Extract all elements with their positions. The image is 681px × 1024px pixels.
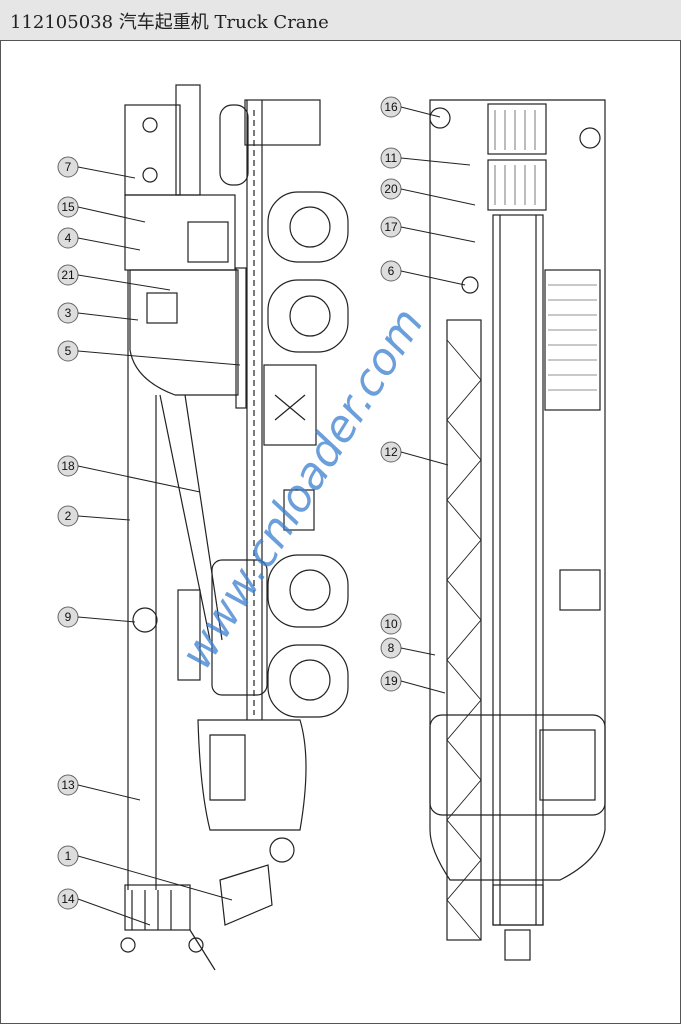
callout-13: 13 bbox=[57, 774, 141, 801]
rear-tank bbox=[219, 104, 249, 186]
svg-text:1: 1 bbox=[65, 849, 72, 863]
side-view bbox=[120, 84, 349, 971]
svg-text:10: 10 bbox=[384, 617, 398, 631]
hook-top bbox=[504, 929, 531, 961]
svg-text:8: 8 bbox=[388, 641, 395, 655]
boom-head-top bbox=[492, 884, 544, 926]
callout-10: 10 bbox=[380, 613, 402, 635]
callout-18: 18 bbox=[57, 455, 201, 493]
callout-1: 1 bbox=[57, 845, 233, 901]
callout-12: 12 bbox=[380, 441, 449, 466]
svg-text:7: 7 bbox=[65, 160, 72, 174]
luffing-cylinder bbox=[159, 394, 211, 641]
svg-text:2: 2 bbox=[65, 509, 72, 523]
chassis-outline bbox=[429, 99, 606, 881]
svg-text:11: 11 bbox=[385, 151, 398, 165]
operator-cab bbox=[129, 269, 239, 396]
driver-cab bbox=[197, 719, 307, 831]
hook-block bbox=[219, 864, 273, 926]
callout-20: 20 bbox=[380, 178, 476, 206]
svg-text:16: 16 bbox=[384, 100, 398, 114]
slewing-drive bbox=[461, 276, 479, 294]
svg-text:12: 12 bbox=[384, 445, 398, 459]
luffing-cylinder-2 bbox=[184, 394, 223, 641]
slewing-ring bbox=[235, 267, 247, 409]
top-rear-wheel-left bbox=[429, 107, 451, 129]
rear-winch-drum-2 bbox=[142, 167, 158, 183]
svg-text:18: 18 bbox=[61, 459, 75, 473]
middle-step-box bbox=[283, 489, 315, 531]
outrigger-box bbox=[263, 364, 317, 446]
boom-head-sheave bbox=[120, 937, 136, 953]
callout-17: 17 bbox=[380, 216, 476, 243]
callout-6: 6 bbox=[380, 260, 466, 286]
callout-11: 11 bbox=[380, 147, 471, 169]
svg-text:6: 6 bbox=[388, 264, 395, 278]
lattice-jib bbox=[446, 319, 482, 941]
cab-roof-grid bbox=[539, 729, 596, 801]
crane-diagram: 7 15 4 21 3 5 18 2 9 13 1 14 16 11 20 17… bbox=[57, 84, 606, 971]
svg-text:3: 3 bbox=[65, 306, 72, 320]
hook-sheave bbox=[269, 837, 295, 863]
main-winch bbox=[487, 103, 547, 155]
callout-4: 4 bbox=[57, 227, 141, 251]
pat-indicator bbox=[132, 607, 158, 633]
svg-text:5: 5 bbox=[65, 344, 72, 358]
driver-cab-window bbox=[209, 734, 246, 801]
svg-text:13: 13 bbox=[61, 778, 75, 792]
title-bar: 112105038 汽车起重机 Truck Crane bbox=[0, 0, 681, 41]
svg-text:20: 20 bbox=[384, 182, 398, 196]
svg-text:15: 15 bbox=[61, 200, 75, 214]
aux-winch bbox=[487, 159, 547, 211]
boom-support bbox=[177, 589, 201, 681]
svg-text:19: 19 bbox=[384, 674, 398, 688]
wheels bbox=[267, 191, 349, 718]
turntable-housing bbox=[124, 194, 236, 271]
svg-text:4: 4 bbox=[65, 231, 72, 245]
left-callouts: 7 15 4 21 3 5 18 2 9 13 1 14 bbox=[57, 156, 241, 926]
jib-rope bbox=[189, 929, 216, 971]
callout-15: 15 bbox=[57, 196, 146, 223]
callout-16: 16 bbox=[380, 96, 441, 118]
callout-14: 14 bbox=[57, 888, 151, 926]
callout-21: 21 bbox=[57, 264, 171, 291]
page-title: 112105038 汽车起重机 Truck Crane bbox=[10, 12, 329, 33]
callout-3: 3 bbox=[57, 302, 139, 324]
callout-8: 8 bbox=[380, 637, 436, 659]
driver-cab-top bbox=[429, 714, 606, 816]
top-rear-wheel-right bbox=[579, 127, 601, 149]
outrigger-x-2 bbox=[274, 394, 306, 421]
svg-text:14: 14 bbox=[61, 892, 75, 906]
svg-text:17: 17 bbox=[384, 220, 398, 234]
cab-window bbox=[146, 292, 178, 324]
callout-19: 19 bbox=[380, 670, 446, 694]
callout-2: 2 bbox=[57, 505, 131, 527]
top-view bbox=[429, 99, 606, 961]
boom-head-sheave-2 bbox=[188, 937, 204, 953]
right-callouts: 16 11 20 17 6 12 10 8 19 bbox=[380, 96, 476, 694]
callout-7: 7 bbox=[57, 156, 136, 179]
battery-box bbox=[559, 569, 601, 611]
fuel-tank bbox=[211, 559, 268, 696]
svg-text:21: 21 bbox=[61, 268, 75, 282]
svg-text:9: 9 bbox=[65, 610, 72, 624]
callout-5: 5 bbox=[57, 340, 241, 366]
callout-9: 9 bbox=[57, 606, 136, 628]
radiator bbox=[544, 269, 601, 411]
rear-engine-block bbox=[244, 99, 321, 146]
rear-winch-drum bbox=[142, 117, 158, 133]
panel-box bbox=[187, 221, 229, 263]
